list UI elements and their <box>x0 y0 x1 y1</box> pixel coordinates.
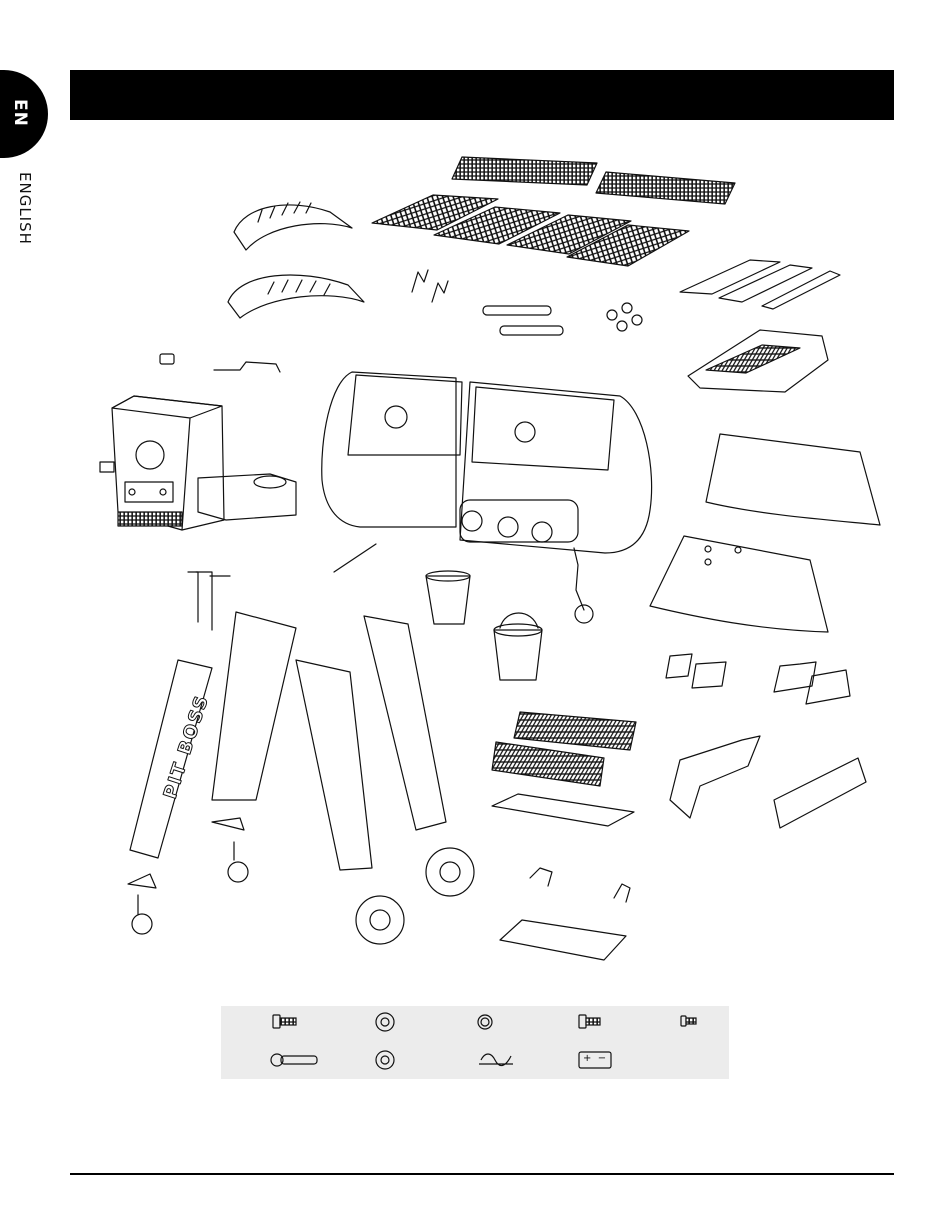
front-shelf <box>688 330 828 392</box>
washer-medium-icon <box>376 1051 394 1069</box>
warming-rack-left <box>452 157 597 185</box>
clevis-pin-icon <box>271 1054 317 1066</box>
grease-tray <box>492 794 634 826</box>
leg-rear-right <box>364 616 446 830</box>
footer-rule <box>70 1173 894 1175</box>
side-panel-upper <box>706 434 880 525</box>
leg-rear-left <box>212 612 296 800</box>
leg-brand-text: PIT BOSS <box>160 692 214 802</box>
grease-cup <box>426 571 470 624</box>
hardware-pack-illustration <box>221 1006 729 1079</box>
auger-tube <box>198 474 296 520</box>
wheel-left <box>356 896 404 944</box>
caster-middle <box>212 818 248 882</box>
heat-deflector-plates <box>680 260 840 309</box>
r-clip-icon <box>479 1054 513 1066</box>
auger-rod <box>214 362 280 372</box>
cross-brace-right <box>774 758 866 828</box>
warming-rack-right <box>596 172 735 204</box>
allen-keys <box>188 572 230 630</box>
pellet-hopper <box>100 396 224 530</box>
lid-heat-shield-upper <box>234 202 352 250</box>
lid-heat-shield-lower <box>228 275 364 318</box>
caster-left <box>128 874 156 934</box>
battery-polarity-label: + − <box>583 1053 606 1064</box>
grill-barrel-right <box>460 382 652 553</box>
leg-front-right <box>296 660 372 870</box>
wheel-right <box>426 848 474 896</box>
knob-hardware <box>607 303 642 331</box>
cross-brace-left <box>670 736 760 818</box>
bolt-large-icon <box>273 1015 296 1028</box>
bottom-shelf-tray <box>500 920 626 960</box>
screw-small-icon <box>681 1016 696 1026</box>
small-brackets <box>412 270 448 302</box>
shelf-brackets-right <box>774 662 850 704</box>
gas-regulator-hose <box>574 548 593 623</box>
lock-washer-icon <box>478 1015 492 1029</box>
bolt-medium-icon <box>579 1015 600 1028</box>
tray-clips <box>530 868 630 902</box>
shelf-brackets-left <box>666 654 726 688</box>
control-panel-knobs <box>460 500 578 542</box>
hinge-pin <box>160 354 174 364</box>
vent-panel-upper <box>514 712 636 750</box>
grease-bucket <box>494 613 542 680</box>
hardware-pack-panel: + − <box>221 1006 729 1079</box>
grill-barrel-left <box>322 372 462 527</box>
vent-panel-lower <box>492 742 604 786</box>
screwdriver <box>334 544 376 572</box>
washer-large-icon <box>376 1013 394 1031</box>
side-panel-lower <box>650 536 828 632</box>
support-rods <box>483 306 563 335</box>
exploded-parts-diagram: PIT BOSS <box>0 0 950 1000</box>
